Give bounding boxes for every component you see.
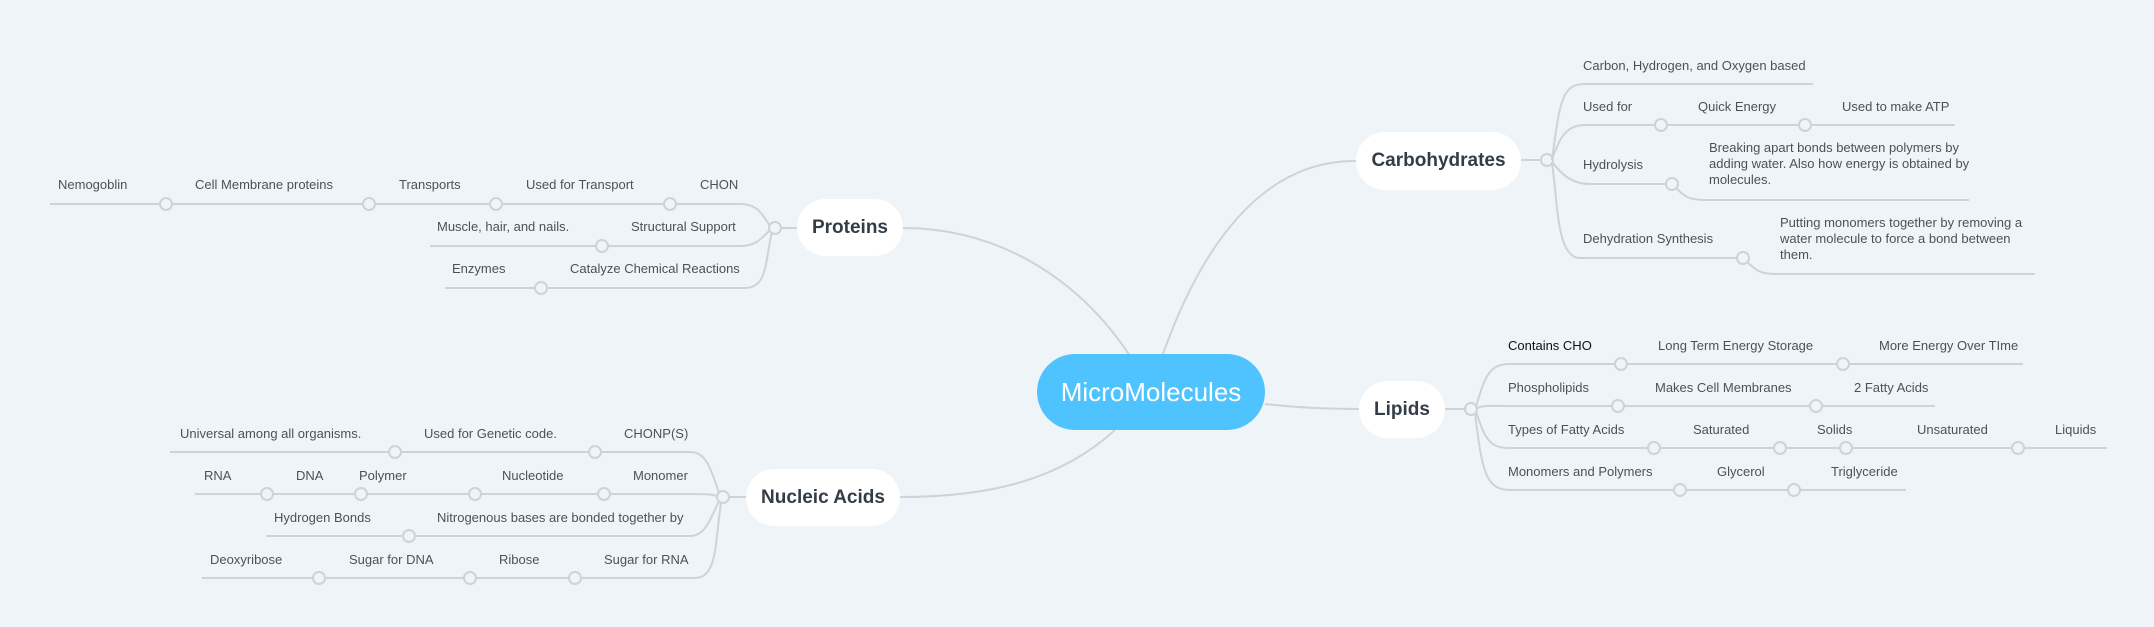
subtopic-catalyze-chemical-reactions[interactable]: Catalyze Chemical Reactions [570,261,740,276]
subtopic-dehydration-synthesis[interactable]: Dehydration Synthesis [1583,231,1714,246]
subtopic-monomers-and-polymers[interactable]: Monomers and Polymers [1508,464,1653,479]
subtopic-quick-energy[interactable]: Quick Energy [1698,99,1777,114]
subtopic-chonps[interactable]: CHONP(S) [624,426,689,441]
subtopic-nemogoblin[interactable]: Nemogoblin [58,177,128,192]
subtopic-unsaturated[interactable]: Unsaturated [1917,422,1988,437]
subtopic-universal-among-organisms[interactable]: Universal among all organisms. [180,426,362,441]
topic-proteins-label: Proteins [811,216,889,238]
subtopic-nitrogenous-bases[interactable]: Nitrogenous bases are bonded together by [437,510,684,525]
subtopic-deoxyribose[interactable]: Deoxyribose [210,552,283,567]
subtopic-saturated[interactable]: Saturated [1693,422,1750,437]
topic-proteins[interactable]: Proteins [797,199,903,256]
subtopic-transports[interactable]: Transports [399,177,461,192]
subtopic-nucleotide[interactable]: Nucleotide [502,468,564,483]
subtopic-hydrogen-bonds[interactable]: Hydrogen Bonds [274,510,371,525]
topic-nucleic-acids[interactable]: Nucleic Acids [746,469,900,526]
subtopic-sugar-for-rna[interactable]: Sugar for RNA [604,552,689,567]
subtopic-carbon-hydrogen-oxygen[interactable]: Carbon, Hydrogen, and Oxygen based [1583,58,1806,73]
subtopic-types-of-fatty-acids[interactable]: Types of Fatty Acids [1508,422,1625,437]
subtopic-enzymes[interactable]: Enzymes [452,261,506,276]
topic-carbohydrates-label: Carbohydrates [1371,150,1506,171]
subtopic-hydrolysis-detail[interactable]: Breaking apart bonds between polymers by… [1709,140,1970,187]
subtopic-polymer[interactable]: Polymer [359,468,407,483]
subtopic-glycerol[interactable]: Glycerol [1717,464,1765,479]
subtopic-triglyceride[interactable]: Triglyceride [1831,464,1898,479]
subtopic-used-to-make-atp[interactable]: Used to make ATP [1842,99,1950,114]
topic-lipids-label: Lipids [1374,398,1430,420]
subtopic-phospholipids[interactable]: Phospholipids [1508,380,1589,395]
subtopic-liquids[interactable]: Liquids [2055,422,2097,437]
subtopic-more-energy[interactable]: More Energy Over TIme [1879,338,2019,353]
central-topic-label: MicroMolecules [1060,376,1242,407]
subtopic-2-fatty-acids[interactable]: 2 Fatty Acids [1854,380,1929,395]
subtopic-used-for-transport[interactable]: Used for Transport [526,177,634,192]
central-topic[interactable]: MicroMolecules [1037,354,1265,430]
subtopic-dehydration-detail[interactable]: Putting monomers together by removing a … [1780,215,2023,262]
subtopic-chon[interactable]: CHON [700,177,739,192]
subtopic-cell-membrane-proteins[interactable]: Cell Membrane proteins [195,177,334,192]
subtopic-rna[interactable]: RNA [204,468,232,483]
subtopic-monomer[interactable]: Monomer [633,468,688,483]
subtopic-dna[interactable]: DNA [296,468,324,483]
subtopic-hydrolysis[interactable]: Hydrolysis [1583,157,1643,172]
subtopic-solids[interactable]: Solids [1817,422,1853,437]
subtopic-used-for[interactable]: Used for [1583,99,1633,114]
subtopic-contains-cho[interactable]: Contains CHO [1508,338,1592,353]
topic-carbohydrates[interactable]: Carbohydrates [1356,132,1521,190]
subtopic-sugar-for-dna[interactable]: Sugar for DNA [349,552,434,567]
subtopic-ribose[interactable]: Ribose [499,552,540,567]
subtopic-makes-cell-membranes[interactable]: Makes Cell Membranes [1655,380,1792,395]
subtopic-used-for-genetic-code[interactable]: Used for Genetic code. [424,426,557,441]
subtopic-long-term-energy[interactable]: Long Term Energy Storage [1658,338,1814,353]
subtopic-structural-support[interactable]: Structural Support [631,219,736,234]
topic-lipids[interactable]: Lipids [1359,381,1445,438]
subtopic-muscle-hair-nails[interactable]: Muscle, hair, and nails. [437,219,570,234]
topic-nucleic-acids-label: Nucleic Acids [761,486,885,508]
